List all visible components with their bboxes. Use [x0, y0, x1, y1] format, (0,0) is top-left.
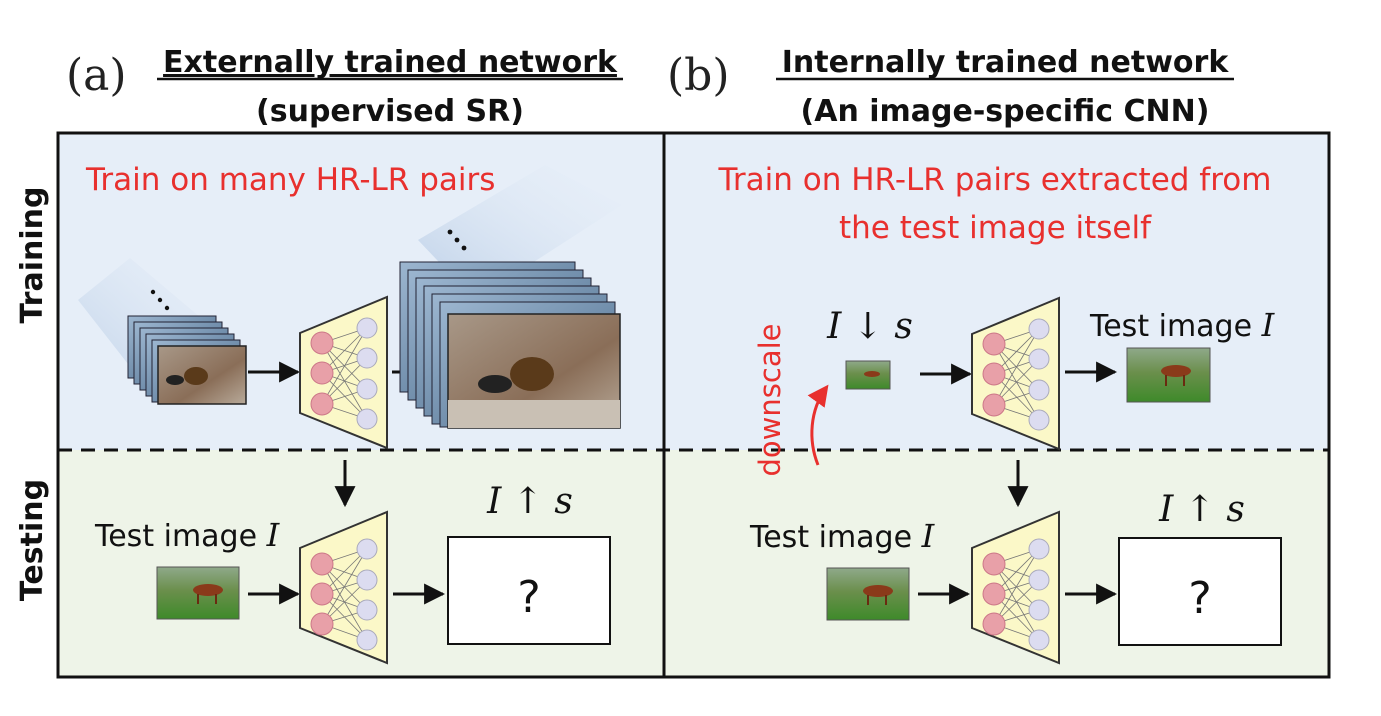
- panel-a-title-line2: (supervised SR): [256, 94, 524, 129]
- lr-stack-ellipsis: [150, 289, 170, 311]
- panel-b-downscaled-label: I ↓ s: [826, 306, 913, 347]
- testing-region: [58, 450, 1329, 677]
- panel-b-downscaled-image: [845, 360, 891, 390]
- row-label-training: Training: [15, 187, 50, 324]
- panel-b-caption-line2: the test image itself: [839, 210, 1152, 246]
- panel-a-output-placeholder: ?: [517, 572, 540, 623]
- panel-a-test-image-label: Test image I: [94, 516, 281, 554]
- panel-b-caption-line1: Train on HR-LR pairs extracted from: [718, 162, 1272, 198]
- lr-image-stack: [127, 315, 247, 405]
- panel-a-title-line1: Externally trained network: [163, 45, 618, 80]
- panel-b-output-label: I ↑ s: [1158, 489, 1245, 530]
- panel-b-output-placeholder: ?: [1188, 573, 1211, 624]
- panel-b-output-box: [1118, 537, 1282, 646]
- panel-a-output-box: [447, 536, 611, 645]
- panel-a-training-caption: Train on many HR-LR pairs: [85, 162, 495, 198]
- network-a-training: [299, 295, 388, 450]
- panel-b-letter: (b): [667, 50, 730, 101]
- network-b-training: [971, 296, 1060, 451]
- hr-image-stack: [399, 261, 621, 429]
- panel-b-test-image: [826, 567, 910, 621]
- network-b-testing: [971, 510, 1060, 665]
- training-region: [58, 133, 1329, 450]
- panel-b-train-target-image: [1126, 347, 1211, 403]
- panel-b-title-line2: (An image-specific CNN): [801, 94, 1210, 129]
- panel-b-test-image-label: Test image I: [749, 517, 936, 555]
- panel-a-output-label: I ↑ s: [486, 481, 573, 522]
- downscale-arrow: [807, 384, 829, 466]
- network-a-testing: [299, 510, 388, 665]
- downscale-label: downscale: [753, 324, 787, 477]
- panel-a-test-image: [156, 566, 240, 620]
- panel-b-train-target-label: Test image I: [1089, 306, 1276, 344]
- panel-a-letter: (a): [66, 50, 127, 101]
- hr-stack-ellipsis: [447, 229, 467, 251]
- row-label-testing: Testing: [15, 479, 50, 601]
- outer-frame: [56, 131, 1331, 679]
- panel-b-title-line1: Internally trained network: [782, 45, 1230, 80]
